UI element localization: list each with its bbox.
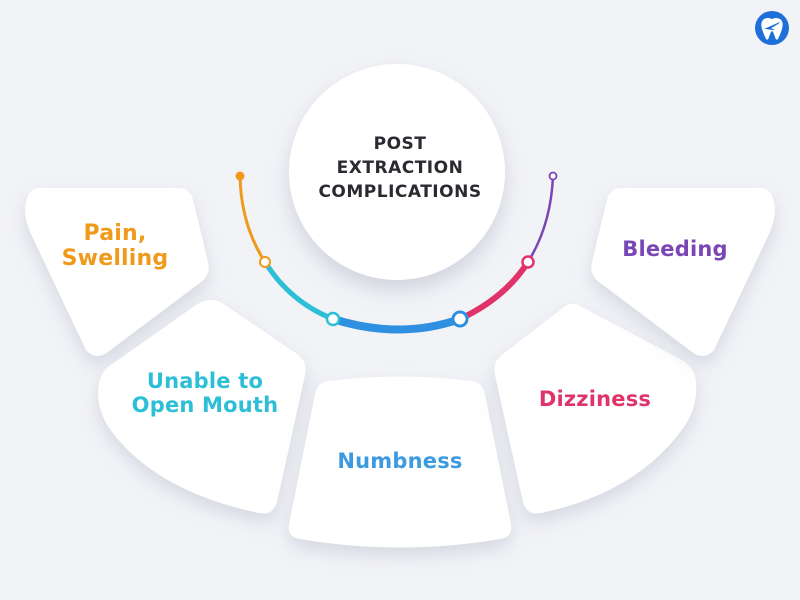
arc-node-3 [451, 310, 469, 328]
label-numbness: Numbness [300, 449, 500, 474]
center-title: POST EXTRACTION COMPLICATIONS [300, 132, 500, 204]
arc-segment-pink [457, 259, 531, 322]
center-title-line-3: COMPLICATIONS [318, 182, 482, 203]
card-unable-to-open-mouth [98, 299, 306, 514]
arc-start-dot [235, 171, 245, 181]
arc-segment-cyan [262, 259, 336, 322]
arc-segment-orange [238, 174, 267, 264]
label-dizziness: Dizziness [515, 387, 675, 412]
label-bleeding: Bleeding [595, 237, 755, 262]
arc-node-2 [325, 311, 341, 327]
tooth-plane-logo-icon [755, 11, 789, 45]
card-numbness [288, 376, 512, 548]
label-unable-to-open-mouth: Unable to Open Mouth [120, 369, 290, 417]
arc-node-4 [521, 255, 535, 269]
card-pain-swelling [25, 188, 209, 357]
label-pain-swelling-line-2: Swelling [61, 245, 169, 271]
arc-segment-blue [329, 315, 464, 334]
arc-segment-purple [526, 174, 555, 264]
arc-node-1 [259, 256, 271, 268]
label-unable-to-open-mouth-line-2: Open Mouth [131, 392, 279, 417]
label-bleeding-text: Bleeding [622, 237, 728, 261]
card-dizziness [494, 303, 697, 514]
label-numbness-text: Numbness [337, 449, 463, 473]
label-pain-swelling: Pain, Swelling [40, 221, 190, 271]
center-title-line-1: POST [373, 134, 427, 154]
label-pain-swelling-line-1: Pain, [83, 221, 147, 246]
label-dizziness-text: Dizziness [538, 387, 652, 411]
label-unable-to-open-mouth-line-1: Unable to [146, 369, 264, 393]
card-bleeding [591, 188, 775, 357]
center-title-line-2: EXTRACTION [336, 158, 464, 179]
center-circle [289, 64, 505, 280]
arc-end-dot [548, 171, 558, 181]
